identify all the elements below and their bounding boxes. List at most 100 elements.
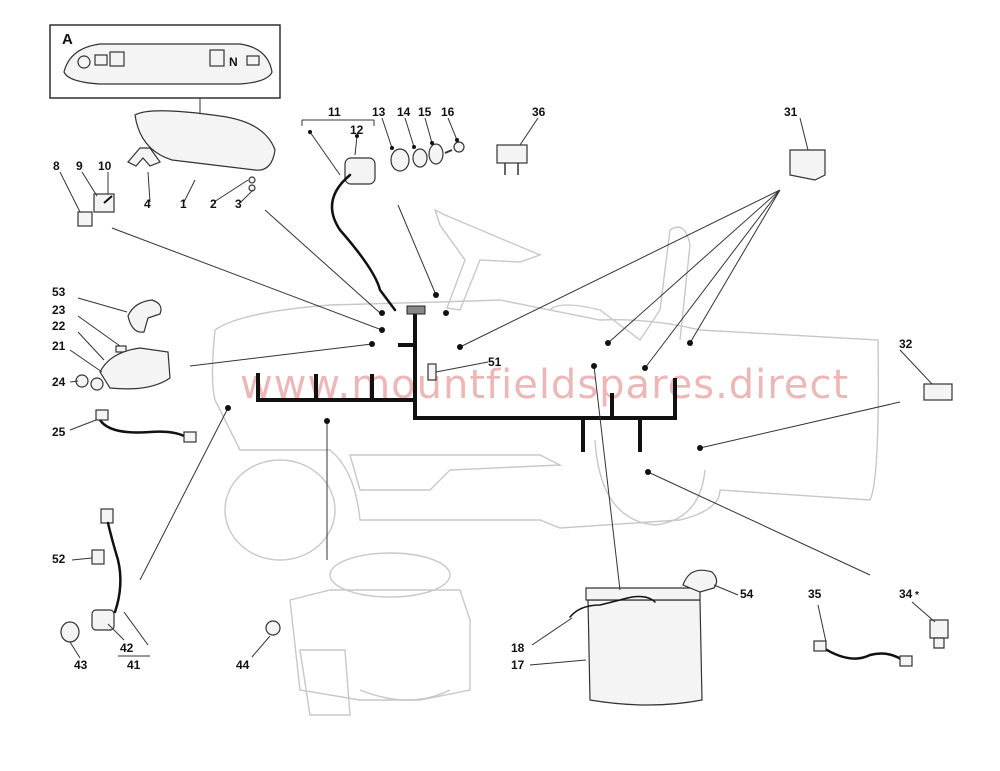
leader-35 — [817, 604, 827, 643]
leader-22 — [77, 331, 105, 361]
key-symbol-icon — [77, 55, 91, 69]
callout-1: 1 — [180, 197, 187, 211]
engine-block-outline — [289, 589, 471, 701]
dot — [443, 310, 449, 316]
callout-2: 2 — [210, 197, 217, 211]
dot — [455, 138, 459, 142]
callout-24: 24 — [52, 375, 66, 389]
leader-36 — [519, 117, 539, 146]
cable-25-wire — [98, 418, 190, 440]
leader-41 — [123, 611, 149, 646]
harness-front-branches — [314, 374, 374, 402]
leader-52 — [71, 557, 93, 561]
inset-a: A N — [49, 24, 281, 134]
harness-connector — [406, 305, 426, 315]
callout-10: 10 — [98, 159, 112, 173]
leader-32-to-harness — [699, 401, 901, 449]
leader-9 — [81, 171, 98, 197]
harness-main-rear — [413, 343, 677, 420]
seat-outline — [549, 226, 691, 342]
switch-32-part — [923, 383, 953, 401]
leader-cable-to-harness — [139, 407, 229, 581]
callout-25: 25 — [52, 425, 66, 439]
dot — [697, 445, 703, 451]
leader-31 — [799, 117, 809, 151]
connection-dots — [225, 130, 703, 475]
callout-36: 36 — [532, 105, 546, 119]
engine-side-outline — [299, 649, 351, 716]
engine-outline — [289, 552, 471, 716]
terminal-cap-part — [682, 569, 718, 593]
callout-44: 44 — [236, 658, 250, 672]
leader-dash-to-harness — [264, 209, 381, 314]
dot — [687, 340, 693, 346]
callout-8: 8 — [53, 159, 60, 173]
callout-12: 12 — [350, 123, 364, 137]
dot — [308, 130, 312, 134]
callout-18: 18 — [511, 641, 525, 655]
leader-24 — [69, 380, 79, 383]
callout-11: 11 — [328, 105, 341, 119]
leader-13 — [381, 117, 393, 149]
nut-24b-part — [90, 377, 104, 391]
leader-44 — [251, 635, 271, 658]
leader-14 — [404, 117, 415, 148]
tractor-outline — [211, 208, 880, 561]
harness-rear-branches — [581, 393, 642, 452]
callout-53: 53 — [52, 285, 66, 299]
bracket-clip — [127, 147, 161, 167]
nut-part — [248, 184, 256, 192]
battery-symbol-icon — [246, 55, 260, 66]
leader-lamp-to-harness — [111, 227, 383, 331]
connector-51-part — [427, 363, 437, 381]
leader-11 — [309, 131, 341, 176]
sensor-tip — [933, 637, 945, 649]
inset-label: A — [62, 31, 73, 48]
harness-riser — [398, 310, 417, 347]
leader-15 — [424, 117, 433, 144]
callout-43: 43 — [74, 658, 88, 672]
ignition-lead-wire — [330, 173, 397, 312]
sensor-part — [929, 619, 949, 639]
leader-54 — [713, 584, 739, 596]
ignition-switch-part — [344, 157, 376, 185]
dot — [355, 134, 359, 138]
engine-base-outline — [359, 689, 451, 701]
dot — [324, 418, 330, 424]
dot — [379, 310, 385, 316]
cable-42-connector — [100, 508, 114, 524]
solenoid-cap-part — [127, 299, 162, 333]
callout-34-asterisk: * — [915, 590, 919, 601]
leader-4 — [147, 171, 151, 203]
dot — [430, 141, 434, 145]
rear-wheel-outline — [594, 439, 706, 526]
leader-battery-to-harness — [593, 365, 621, 591]
dot — [225, 405, 231, 411]
dot — [369, 341, 375, 347]
leader-43 — [69, 641, 81, 659]
cable-42-wire — [106, 521, 122, 614]
front-wheel-outline — [224, 459, 336, 561]
callout-34: 34 — [899, 587, 913, 601]
wiring-harness — [256, 173, 677, 452]
indicator-lamp-part — [77, 211, 93, 227]
dot — [642, 365, 648, 371]
leader-32 — [899, 349, 933, 385]
leader-1 — [183, 179, 196, 203]
cable-25-connector-b — [183, 431, 197, 443]
solenoid-part — [99, 347, 171, 390]
battery-lead-wire — [569, 595, 656, 618]
dot — [433, 292, 439, 298]
steering-wheel-outline — [433, 208, 542, 311]
dot — [390, 146, 394, 150]
seat-symbol-icon — [209, 49, 225, 67]
dot — [645, 469, 651, 475]
bulb-part — [60, 621, 80, 643]
callout-54: 54 — [740, 587, 754, 601]
callout-35: 35 — [808, 587, 822, 601]
seat-switch-symbol-icon — [109, 51, 125, 67]
rocker-switch-part — [496, 144, 528, 164]
body-outline — [211, 299, 880, 529]
leader-lines — [59, 117, 936, 666]
